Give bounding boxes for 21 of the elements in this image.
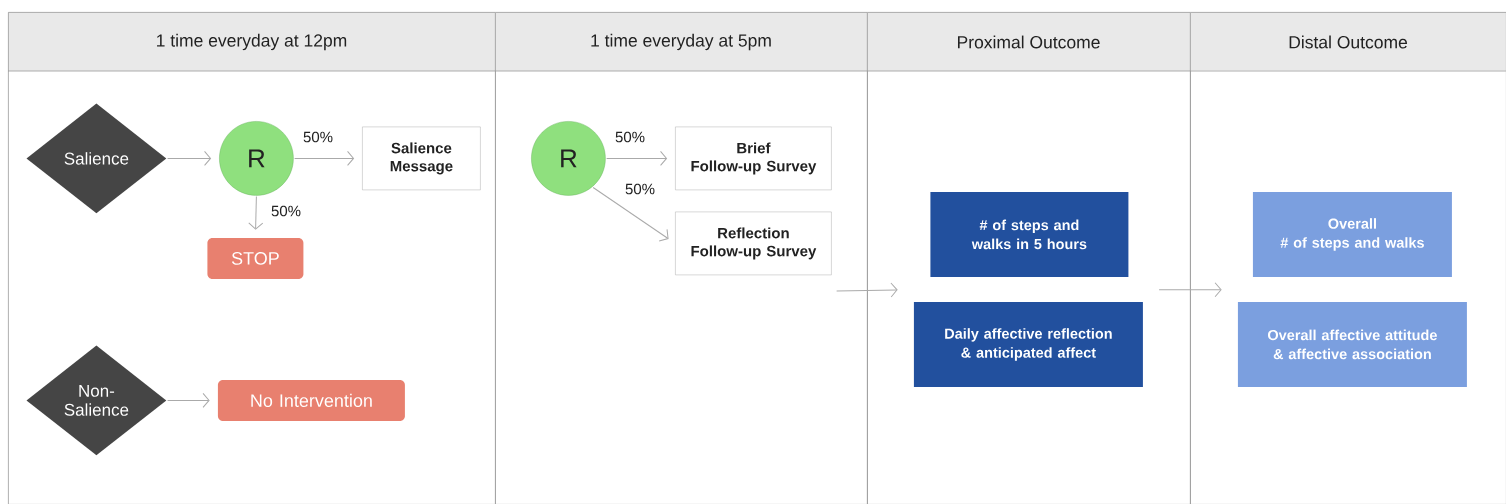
outcome-box: Overall # of steps and walks bbox=[1252, 191, 1452, 277]
outcome-box: Overall affective attitude & affective association bbox=[1237, 301, 1467, 387]
outcome-box: # of steps and walks in 5 hours bbox=[930, 191, 1129, 277]
arrow bbox=[1158, 282, 1222, 298]
edge-label: 50% bbox=[302, 130, 334, 144]
edge-label: 50% bbox=[624, 182, 656, 196]
message-box: Salience Message bbox=[362, 126, 481, 191]
survey-box: Reflection Follow-up Survey bbox=[675, 211, 832, 276]
stop-box: STOP bbox=[207, 237, 304, 279]
arrow bbox=[248, 196, 264, 230]
arrow bbox=[167, 392, 210, 408]
arrow bbox=[592, 186, 669, 242]
intervention-box: No Intervention bbox=[217, 379, 405, 421]
arrow bbox=[294, 150, 355, 166]
edge-label: 50% bbox=[614, 130, 646, 144]
arrow bbox=[836, 282, 898, 298]
arrow bbox=[167, 150, 212, 166]
survey-box: Brief Follow-up Survey bbox=[675, 126, 832, 191]
edge-label: 50% bbox=[270, 204, 302, 218]
outcome-box: Daily affective reflection & anticipated affect bbox=[913, 301, 1143, 387]
arrow bbox=[606, 150, 668, 166]
